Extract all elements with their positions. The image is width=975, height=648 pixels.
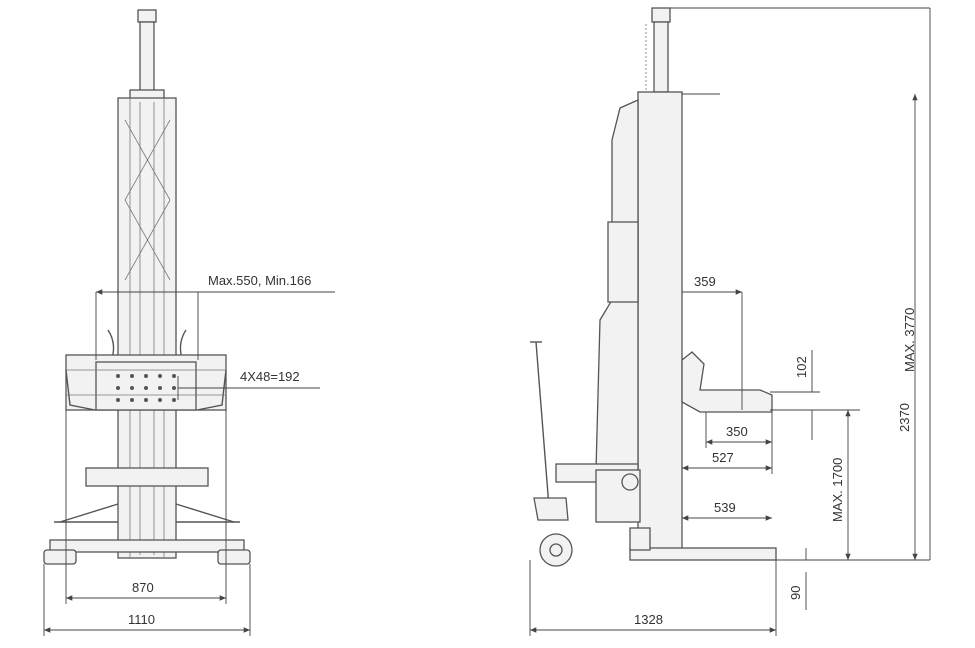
inner-width-label: 870 [132,580,154,595]
dim-max-3770: MAX. 3770 [902,308,917,372]
rod-cap [137,9,157,23]
right-foot [217,549,251,565]
holes-label: 4X48=192 [240,369,300,384]
side-foot [629,527,651,551]
dim-1328: 1328 [634,612,663,627]
dim-2370: 2370 [897,403,912,432]
dim-350: 350 [726,424,748,439]
stroke-label: Max.550, Min.166 [208,273,311,288]
dim-539: 539 [714,500,736,515]
column [117,97,177,559]
side-view: 359 350 527 539 102 MAX. 1700 90 2370 MA… [529,7,931,636]
outer-width-label: 1110 [128,612,155,627]
wheel-bracket [533,497,569,521]
base-plate [49,539,245,553]
piston-rod [139,21,155,95]
axle-hub [85,467,209,487]
dim-527: 527 [712,450,734,465]
housing-panel [607,221,639,303]
front-view: Max.550, Min.166 4X48=192 870 1110 [43,9,335,636]
side-base [629,547,777,561]
dim-102: 102 [794,356,809,378]
left-foot [43,549,77,565]
dim-359: 359 [694,274,716,289]
side-column [637,91,683,553]
dim-max-1700: MAX. 1700 [830,458,845,522]
lift-arm [681,351,773,413]
dim-90: 90 [788,586,803,600]
side-rod-cap [651,7,671,23]
side-piston-rod [653,21,669,93]
